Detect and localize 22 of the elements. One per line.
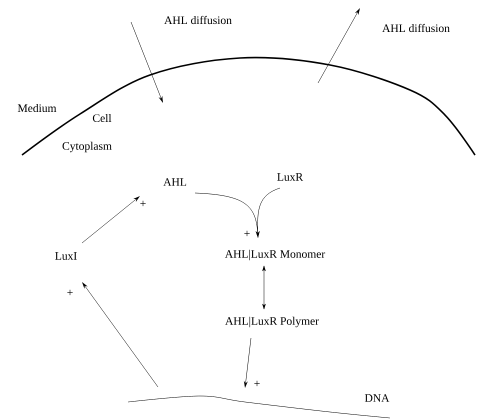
edge-label: + [243,230,251,238]
arrow [262,266,266,310]
arrow [82,196,140,244]
node-label: DNA [364,394,390,402]
edge-label: + [139,200,147,208]
arrow [256,188,280,238]
edge-label: + [66,289,74,297]
edge-label: + [253,380,261,388]
arrow [82,282,158,388]
node-label: AHL diffusion [164,16,232,24]
region-label: Medium [18,104,56,112]
region-label: Cell [92,114,112,122]
node-label: LuxI [55,252,77,260]
node-label: AHL|LuxR Monomer [224,250,326,260]
node-label: AHL diffusion [382,24,450,32]
node-label: LuxR [277,173,304,181]
arrow [244,338,252,388]
node-label: AHL [163,178,186,186]
arrow [130,22,163,102]
region-label: Cytoplasm [62,142,112,152]
node-label: AHL|LuxR Polymer [225,316,319,328]
arrow [318,8,360,84]
